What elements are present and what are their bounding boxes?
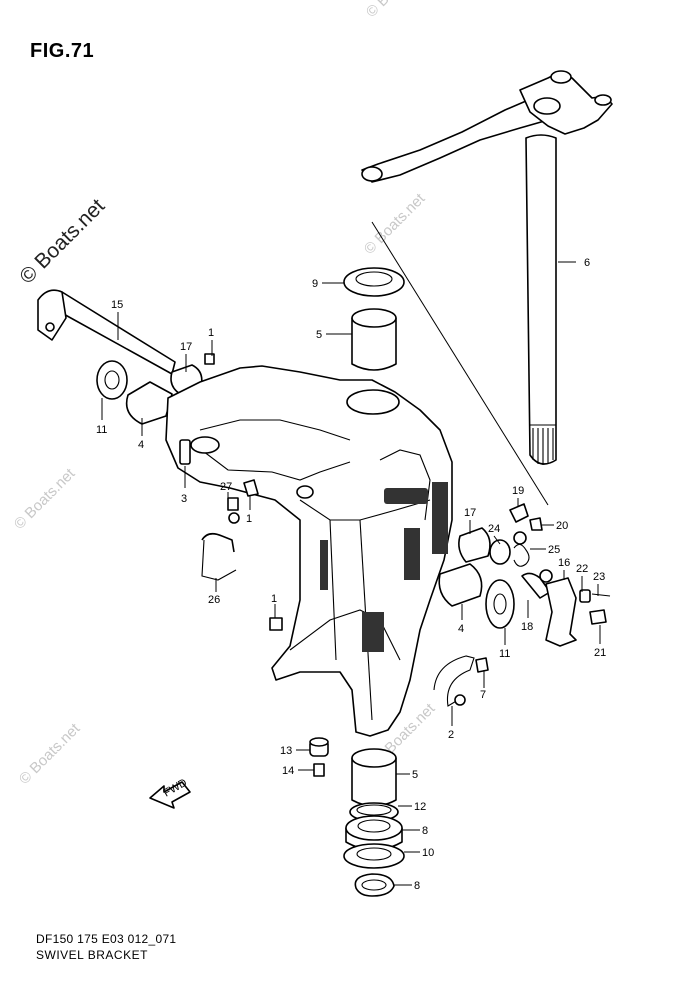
right-bushing-assembly xyxy=(438,527,530,629)
callout-12: 12 xyxy=(414,801,426,813)
bolt-20 xyxy=(529,517,543,531)
fwd-arrow-icon: FWD xyxy=(149,777,191,809)
callout-10: 8 xyxy=(414,880,420,892)
callout-14: 14 xyxy=(282,765,294,777)
callout-26: 26 xyxy=(208,594,220,606)
callout-25: 25 xyxy=(548,544,560,556)
callout-8-bottom: 8 xyxy=(422,825,428,837)
callout-8-top: 9 xyxy=(312,278,318,290)
clip-3 xyxy=(179,439,191,465)
screw-1-lower xyxy=(269,617,283,631)
callout-11-right: 11 xyxy=(499,648,510,660)
watermark-main: © Boats.net xyxy=(15,194,109,288)
ground-wire xyxy=(433,655,489,707)
callout-3: 3 xyxy=(181,493,187,505)
callout-23: 23 xyxy=(593,571,605,583)
bushing-top xyxy=(351,308,397,371)
watermark-faint: © Boats.net xyxy=(363,0,431,21)
watermark-faint: © Boats.net xyxy=(11,465,79,533)
axis-guide-line xyxy=(371,221,549,506)
tilt-rod xyxy=(37,289,176,375)
callout-16: 16 xyxy=(558,557,570,569)
callout-21: 21 xyxy=(594,647,606,659)
callout-15: 15 xyxy=(111,299,123,311)
callout-1-mid: 1 xyxy=(246,513,252,525)
callout-13: 13 xyxy=(280,745,292,757)
callout-22: 22 xyxy=(576,563,588,575)
callout-6: 6 xyxy=(584,257,590,269)
callout-5-bottom: 5 xyxy=(412,769,418,781)
trim-lever xyxy=(521,569,611,647)
lead-wire xyxy=(201,512,240,581)
callout-18: 18 xyxy=(521,621,533,633)
callout-24: 24 xyxy=(488,523,500,535)
drawing-code: DF150 175 E03 012_071 xyxy=(36,932,177,946)
clip-19 xyxy=(509,503,529,523)
watermark-faint: © Boats.net xyxy=(16,720,84,788)
drawing-name: SWIVEL BRACKET xyxy=(36,948,148,962)
screw-1 xyxy=(243,479,259,497)
callout-2: 2 xyxy=(448,729,454,741)
callout-11-left: 11 xyxy=(96,424,107,436)
spacer-8 xyxy=(345,815,403,851)
screw-14 xyxy=(313,763,325,777)
screw-1-top xyxy=(204,353,215,365)
callout-labels: 6 9 5 15 1 17 11 4 3 27 1 26 1 19 20 17 … xyxy=(96,257,606,892)
watermark-faint: © Boats.net xyxy=(361,190,429,258)
callout-17-left: 17 xyxy=(180,341,192,353)
callout-19: 19 xyxy=(512,485,524,497)
callout-4-right: 4 xyxy=(458,623,464,635)
bush-left xyxy=(125,381,173,425)
damper-13 xyxy=(309,737,329,757)
washer-top xyxy=(343,267,405,297)
circlip-10 xyxy=(354,873,395,897)
callout-1-top: 1 xyxy=(208,327,214,339)
callout-27: 27 xyxy=(220,481,232,493)
swivel-bracket-body xyxy=(165,365,453,737)
figure-title: FIG.71 xyxy=(30,40,95,62)
callout-17-right: 17 xyxy=(464,507,476,519)
callout-20: 20 xyxy=(556,520,568,532)
callout-5-top: 5 xyxy=(316,329,322,341)
screw-27 xyxy=(227,497,239,511)
callout-1-lower: 1 xyxy=(271,593,277,605)
leader-lines xyxy=(101,261,601,886)
steering-shaft xyxy=(361,70,613,465)
callout-9: 10 xyxy=(422,847,434,859)
washer-left xyxy=(96,360,128,400)
washer-9 xyxy=(343,843,405,869)
bushing-bottom xyxy=(351,748,397,807)
callout-4-left: 4 xyxy=(138,439,144,451)
callout-7: 7 xyxy=(480,689,486,701)
